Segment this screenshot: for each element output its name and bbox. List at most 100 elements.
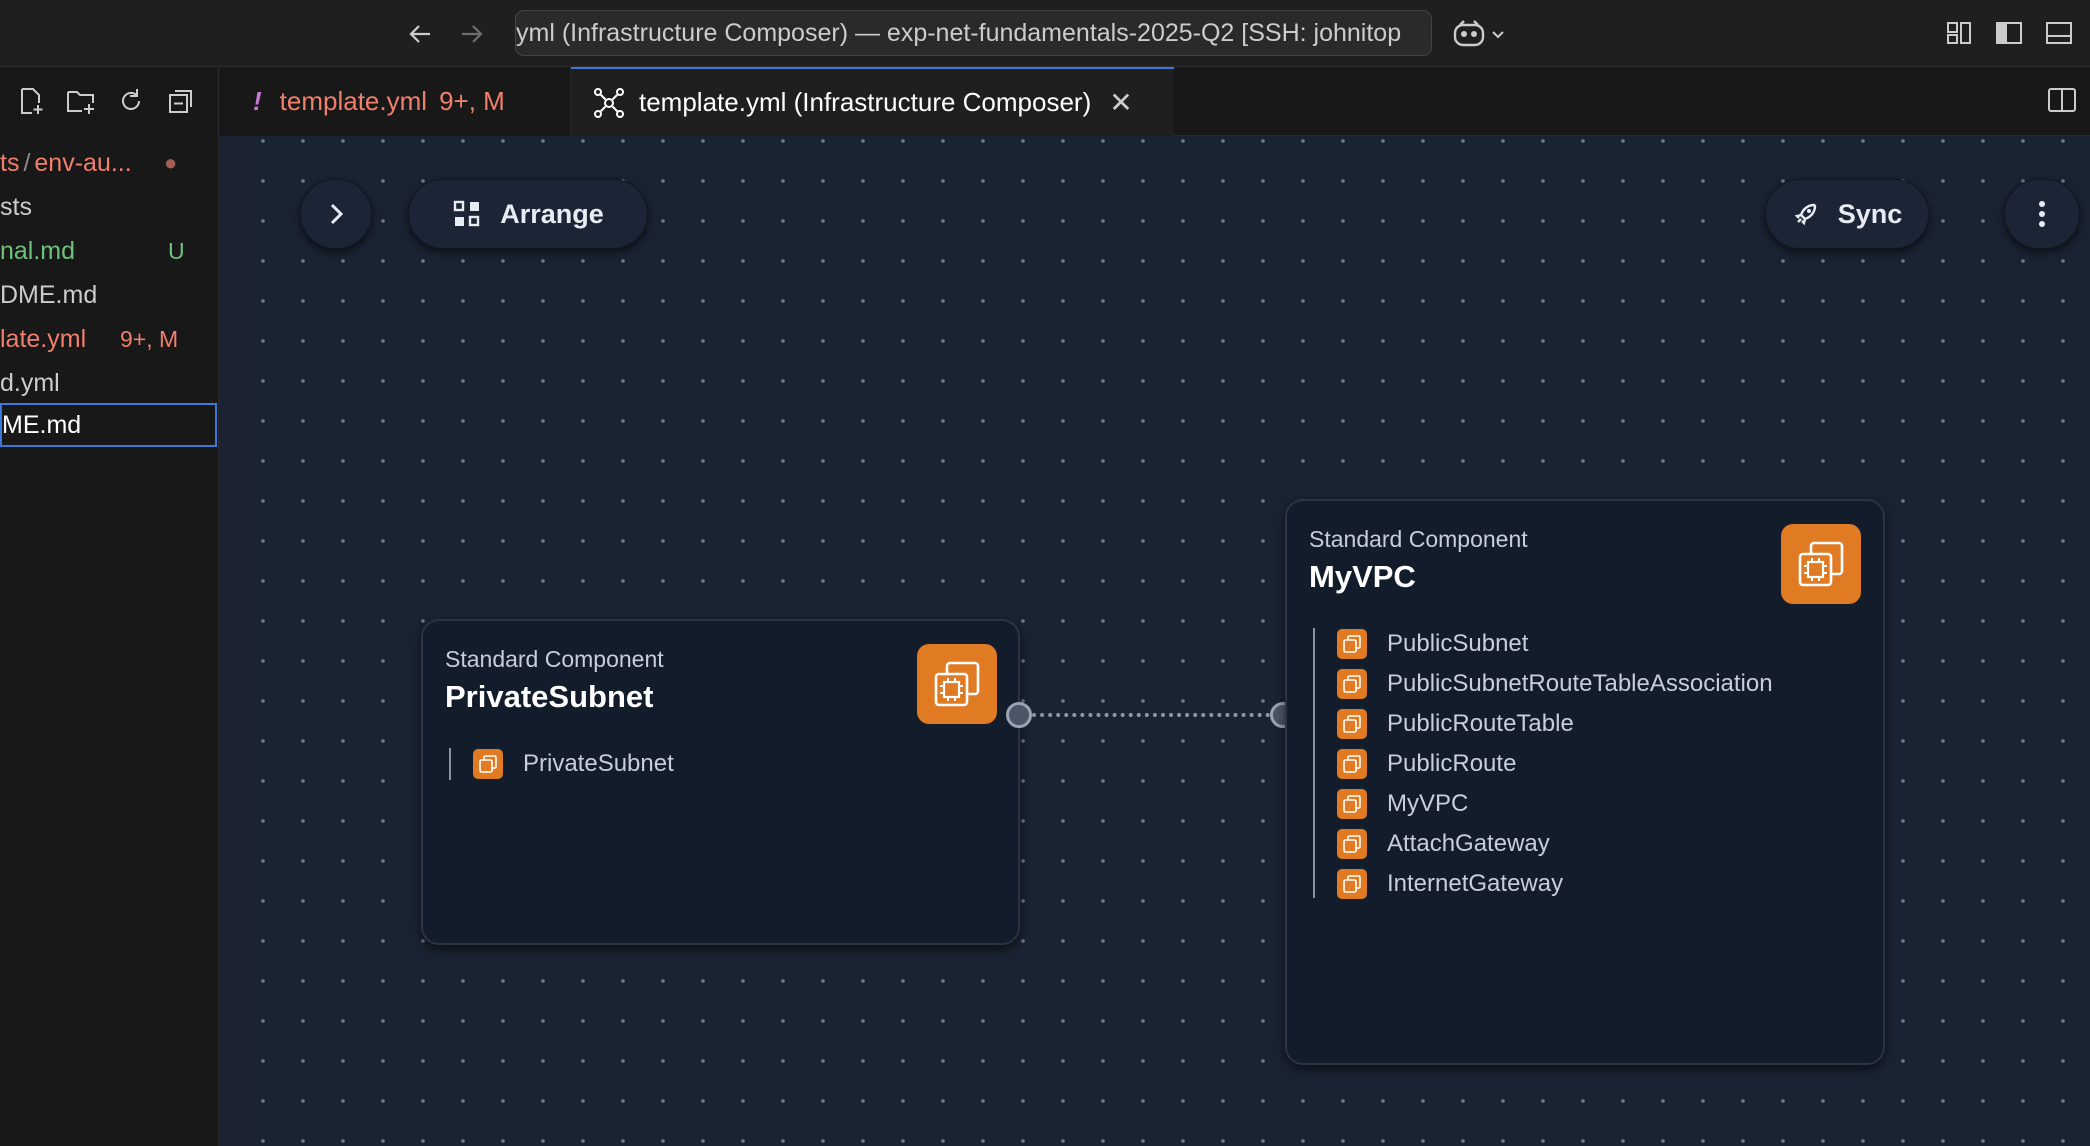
copilot-icon <box>1453 20 1485 47</box>
compute-icon <box>1337 669 1367 699</box>
node-subtitle: Standard Component <box>1309 526 1528 552</box>
explorer-file-row[interactable]: late.yml 9+, M <box>0 317 217 361</box>
file-name: DME.md <box>0 281 98 309</box>
compute-icon <box>917 644 997 724</box>
resource-item[interactable]: PublicRoute <box>1337 747 1516 781</box>
compute-icon <box>1337 829 1367 859</box>
command-center[interactable]: yml (Infrastructure Composer) — exp-net-… <box>515 10 1432 56</box>
resource-label: PrivateSubnet <box>523 750 674 777</box>
connection-edge[interactable] <box>1032 713 1270 717</box>
refresh-button[interactable] <box>114 84 148 118</box>
resource-label: PublicRoute <box>1387 750 1517 777</box>
command-center-text: yml (Infrastructure Composer) — exp-net-… <box>516 19 1402 47</box>
resource-item[interactable]: AttachGateway <box>1337 827 1550 861</box>
resource-group-line <box>1313 628 1315 898</box>
resource-item[interactable]: PublicRouteTable <box>1337 707 1574 741</box>
untracked-badge: U <box>168 238 185 264</box>
explorer-sidebar: ts/env-au... ● sts nal.md U DME.md late.… <box>0 67 219 1146</box>
file-name: nal.md <box>0 237 76 265</box>
collapse-all-icon <box>169 90 192 113</box>
file-name: late.yml <box>0 325 87 353</box>
file-name: d.yml <box>0 369 60 397</box>
customize-layout-button[interactable] <box>1942 16 1976 50</box>
arrow-right-icon <box>462 25 483 43</box>
editor-tab-bar: ! template.yml 9+, M template.yml (Infra… <box>219 67 2090 136</box>
copilot-menu-button[interactable] <box>1452 14 1518 54</box>
arrange-button[interactable]: Arrange <box>408 179 648 249</box>
panel-bottom-icon <box>2046 22 2072 44</box>
file-name: sts <box>0 193 32 221</box>
chevron-right-icon <box>330 203 344 225</box>
composer-canvas[interactable]: Arrange Sync Standard Component PrivateS… <box>259 136 2090 1146</box>
resource-item[interactable]: MyVPC <box>1337 787 1468 821</box>
composer-icon <box>594 87 624 118</box>
file-name: ME.md <box>2 411 82 439</box>
file-name: ts <box>0 149 20 177</box>
explorer-file-row[interactable]: d.yml <box>0 361 217 405</box>
resource-label: AttachGateway <box>1387 830 1550 857</box>
rocket-icon <box>1794 203 1816 226</box>
more-options-button[interactable] <box>2004 179 2080 249</box>
close-icon[interactable]: ✕ <box>1109 87 1133 118</box>
more-vertical-icon <box>2039 201 2045 227</box>
compute-icon <box>1337 869 1367 899</box>
modified-badge: 9+, M <box>120 326 179 352</box>
refresh-icon <box>122 89 140 110</box>
resource-item[interactable]: PublicSubnet <box>1337 627 1528 661</box>
arrange-icon <box>454 200 480 227</box>
private-subnet-node[interactable]: Standard Component PrivateSubnet Private… <box>421 619 1020 945</box>
layout-grid-icon <box>1947 22 1971 44</box>
new-folder-button[interactable] <box>64 84 98 118</box>
compute-icon <box>473 749 503 779</box>
node-subtitle: Standard Component <box>445 646 664 672</box>
modified-dot: ● <box>164 150 178 175</box>
compute-icon <box>1781 524 1861 604</box>
compute-icon <box>1337 709 1367 739</box>
tab-template-yml[interactable]: ! template.yml 9+, M <box>219 67 571 136</box>
sidebar-left-icon <box>1996 22 2022 44</box>
explorer-toolbar <box>0 67 219 135</box>
tab-label: template.yml (Infrastructure Composer) <box>639 87 1092 117</box>
node-title: PrivateSubnet <box>445 679 654 714</box>
split-editor-button[interactable] <box>2046 84 2080 118</box>
my-vpc-node[interactable]: Standard Component MyVPC PublicSubnet Pu… <box>1285 499 1885 1065</box>
resource-label: PublicRouteTable <box>1387 710 1574 737</box>
resource-label: InternetGateway <box>1387 870 1564 897</box>
resource-label: PublicSubnet <box>1387 630 1529 657</box>
node-title: MyVPC <box>1309 559 1416 594</box>
sync-button[interactable]: Sync <box>1765 179 1929 249</box>
toggle-panel-button[interactable] <box>2042 16 2076 50</box>
back-button[interactable] <box>400 14 440 54</box>
explorer-file-row[interactable]: nal.md U <box>0 229 217 273</box>
split-editor-icon <box>2048 88 2076 112</box>
title-bar: yml (Infrastructure Composer) — exp-net-… <box>0 0 2090 67</box>
resource-group-line <box>449 748 451 780</box>
toggle-primary-sidebar-button[interactable] <box>1992 16 2026 50</box>
resource-item[interactable]: PrivateSubnet <box>473 747 674 781</box>
tab-status: 9+, M <box>439 86 505 116</box>
new-file-button[interactable] <box>14 84 48 118</box>
compute-icon <box>1337 789 1367 819</box>
collapse-all-button[interactable] <box>164 84 198 118</box>
editor-gutter <box>219 136 259 1146</box>
arrange-label: Arrange <box>500 198 604 229</box>
arrow-left-icon <box>409 25 430 43</box>
warning-icon: ! <box>253 86 262 116</box>
tab-label: template.yml <box>279 86 428 116</box>
explorer-file-row[interactable]: sts <box>0 185 217 229</box>
tab-infrastructure-composer[interactable]: template.yml (Infrastructure Composer) ✕ <box>571 67 1174 136</box>
explorer-folder-row[interactable]: ts/env-au... ● <box>0 141 217 185</box>
sync-label: Sync <box>1837 198 1903 229</box>
explorer-file-row[interactable]: DME.md <box>0 273 217 317</box>
expand-palette-button[interactable] <box>300 179 372 249</box>
compute-icon <box>1337 629 1367 659</box>
folder-name: env-au... <box>34 149 132 177</box>
new-file-icon <box>21 88 43 114</box>
explorer-file-row-selected[interactable]: ME.md <box>0 403 217 447</box>
connection-port-right[interactable] <box>1006 702 1032 728</box>
resource-label: PublicSubnetRouteTableAssociation <box>1387 670 1773 697</box>
resource-item[interactable]: InternetGateway <box>1337 867 1563 901</box>
forward-button[interactable] <box>452 14 492 54</box>
new-folder-icon <box>67 91 94 114</box>
resource-item[interactable]: PublicSubnetRouteTableAssociation <box>1337 667 1773 701</box>
